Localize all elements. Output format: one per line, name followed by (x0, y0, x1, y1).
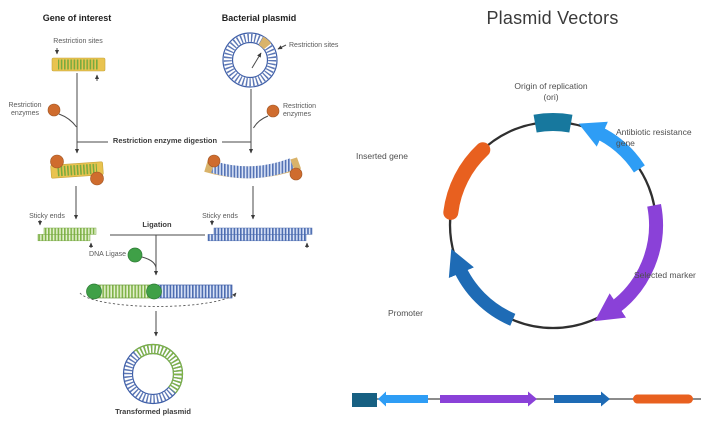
restriction-site-pointer-icon (277, 44, 287, 50)
promoter-label: Promoter (388, 308, 423, 318)
restriction-enzyme-icon (90, 171, 104, 186)
gene-of-interest-title: Gene of interest (42, 13, 112, 23)
antibiotic-resistance-gene-arrow (578, 121, 645, 173)
antibiotic-resistance-label: Antibiotic resistance gene (616, 127, 692, 148)
selected-marker-label: Selected marker (634, 270, 696, 280)
bacterial-plasmid-title: Bacterial plasmid (221, 13, 297, 23)
workflow-connectors (58, 73, 269, 337)
dna-ligase-icon (146, 283, 162, 300)
ligated-recombinant-dna (79, 283, 237, 307)
circularization-dashed-arc (79, 292, 237, 307)
restriction-sites-label-plasmid: Restriction sites (289, 42, 339, 49)
selected-marker-arrow (594, 203, 663, 322)
restriction-sites-label-gene: Restriction sites (53, 38, 103, 45)
digested-plasmid-fragment (204, 154, 303, 181)
transformed-plasmid-ring (122, 343, 184, 405)
dna-ligase-icon (86, 283, 102, 300)
ori-segment (533, 113, 573, 133)
dna-ligase-label: DNA Ligase (89, 251, 126, 258)
transformed-plasmid-label: Transformed plasmid (115, 407, 191, 416)
restriction-digestion-step-label: Restriction enzyme digestion (112, 136, 218, 145)
restriction-site-pointer-icon (251, 52, 262, 69)
sticky-ends-label-right: Sticky ends (202, 213, 238, 220)
restriction-enzyme-icon (50, 154, 64, 169)
linear-selected-marker-arrow-right (440, 391, 537, 407)
ligation-step-label: Ligation (142, 220, 172, 229)
restriction-enzyme-icon (47, 103, 61, 117)
dna-ligase-icon (127, 247, 143, 263)
restriction-enzyme-icon (266, 104, 280, 118)
plasmid-restriction-site-segment (258, 36, 272, 50)
gene-of-interest-dna (51, 48, 106, 81)
restriction-enzyme-icon (289, 167, 303, 181)
sticky-end-plasmid-fragment (207, 220, 313, 248)
plasmid-vector-map (443, 113, 663, 330)
linear-antibiotic-arrow-left (378, 391, 428, 407)
restriction-enzyme-icon (207, 154, 221, 168)
linear-inserted-gene-block (633, 394, 693, 404)
digested-gene-fragment (50, 154, 104, 186)
ori-label: Origin of replication (ori) (514, 81, 588, 102)
inserted-gene-segment (443, 142, 491, 220)
restriction-enzymes-label-right: Restriction enzymes (283, 103, 317, 119)
bacterial-plasmid-ring (222, 32, 287, 88)
sticky-ends-label-left: Sticky ends (29, 213, 65, 220)
restriction-enzymes-label-left: Restriction enzymes (8, 102, 42, 118)
linear-promoter-arrow-right (554, 391, 610, 407)
inserted-gene-label: Inserted gene (356, 151, 408, 161)
promoter-arrow (448, 248, 516, 326)
sticky-end-gene-fragment (37, 220, 97, 248)
linear-ori-block (352, 393, 377, 407)
plasmid-vectors-title: Plasmid Vectors (486, 8, 619, 28)
linear-vector-map (352, 391, 701, 407)
